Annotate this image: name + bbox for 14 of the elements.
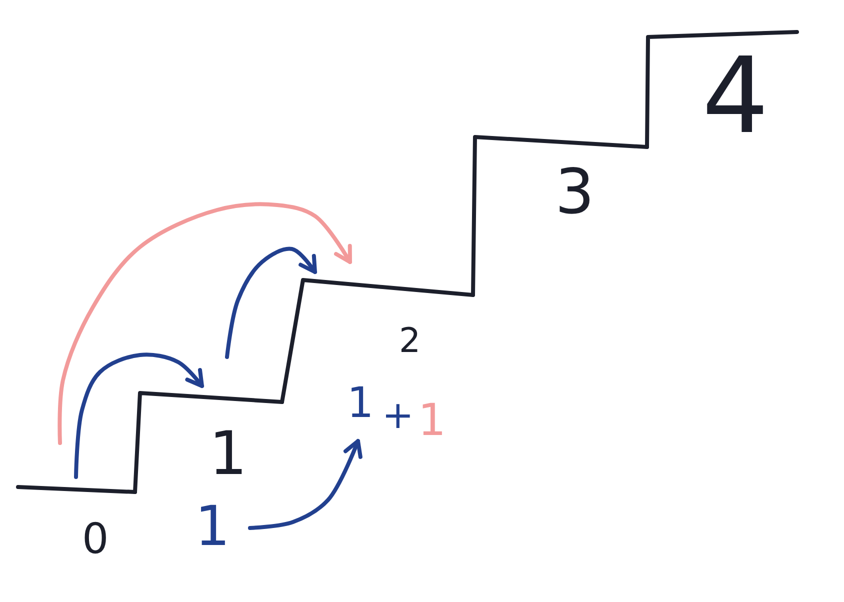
stair-step (644, 30, 800, 150)
arrow (225, 246, 317, 359)
arrow (248, 439, 362, 530)
step-number: 0 (82, 518, 109, 560)
step-number: 4 (702, 44, 769, 149)
step-number: 3 (555, 161, 594, 223)
arrow (58, 202, 352, 445)
step-number: 2 (399, 324, 421, 358)
arrow (74, 352, 204, 479)
count-number: 1 (418, 399, 446, 443)
count-number: 1 (195, 499, 230, 554)
count-number: 1 (347, 382, 374, 424)
plus-sign: + (382, 396, 414, 434)
step-number: 1 (209, 424, 248, 484)
